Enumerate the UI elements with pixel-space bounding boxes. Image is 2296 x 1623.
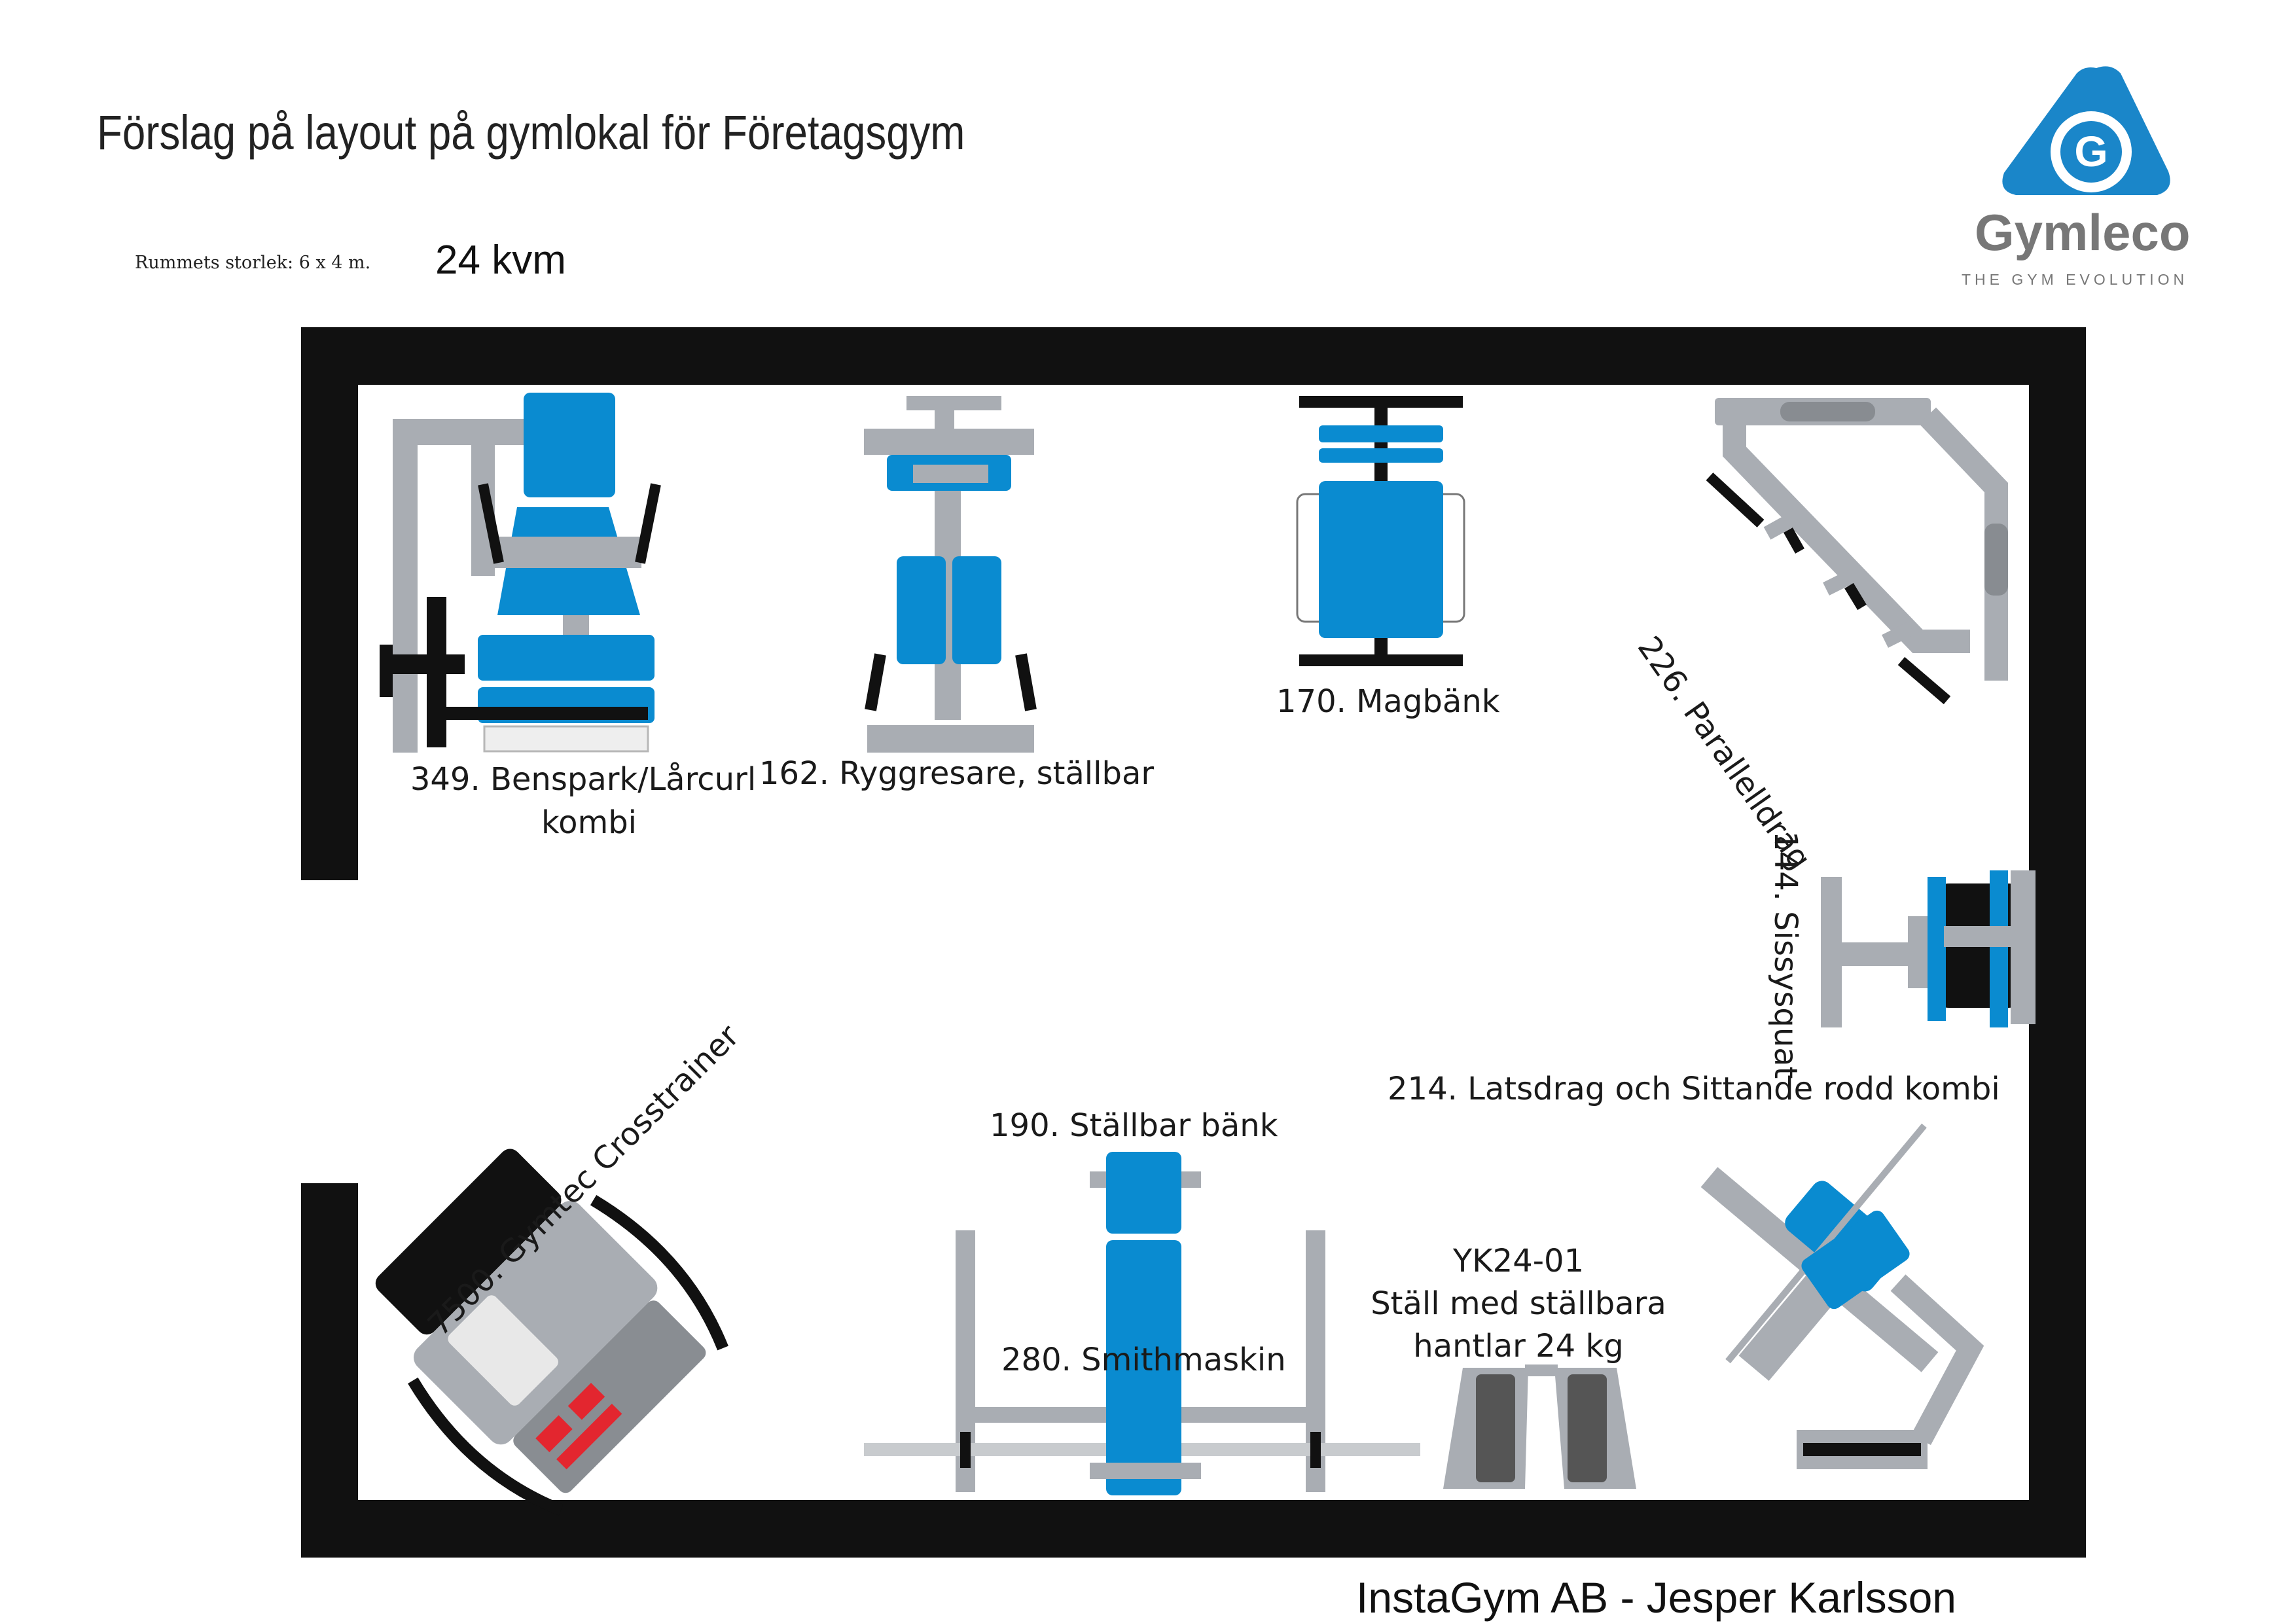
credit-line: InstaGym AB - Jesper Karlsson — [1356, 1573, 1957, 1622]
logo-tagline: THE GYM EVOLUTION — [1962, 271, 2189, 288]
back-extension-bench — [864, 396, 1037, 753]
room-walls — [301, 327, 2086, 1558]
logo-letter: G — [2074, 127, 2108, 175]
label-144: 144. Sissysquat — [1767, 831, 1804, 1079]
label-yk24-line3: hantlar 24 kg — [1413, 1328, 1624, 1364]
room-area: 24 kvm — [435, 238, 566, 283]
room-size-label: Rummets storlek: 6 x 4 m. — [135, 253, 371, 273]
label-162: 162. Ryggresare, ställbar — [759, 755, 1155, 792]
label-yk24-line2: Ställ med ställbara — [1371, 1285, 1666, 1322]
label-349-line2: kombi — [541, 804, 637, 841]
ab-bench — [1296, 396, 1465, 666]
leg-extension-curl-machine — [380, 393, 661, 753]
page-title: Förslag på layout på gymlokal för Företa… — [97, 105, 965, 160]
label-170: 170. Magbänk — [1276, 683, 1500, 720]
label-349-line1: 349. Benspark/Lårcurl — [410, 761, 757, 798]
dumbbell-rack — [1443, 1364, 1636, 1489]
sissy-squat-machine — [1821, 870, 2036, 1027]
label-280: 280. Smithmaskin — [1001, 1342, 1286, 1378]
label-214: 214. Latsdrag och Sittande rodd kombi — [1388, 1071, 2000, 1107]
gymleco-logo-icon — [2002, 66, 2170, 195]
lat-pulldown-row-machine — [1700, 1123, 1984, 1469]
logo-name: Gymleco — [1975, 204, 2191, 261]
crosstrainer — [375, 1149, 728, 1516]
smith-machine-with-bench — [864, 1152, 1420, 1495]
cable-crossover-machine — [1706, 398, 2008, 705]
label-yk24-line1: YK24-01 — [1452, 1243, 1585, 1279]
label-190: 190. Ställbar bänk — [990, 1107, 1278, 1144]
